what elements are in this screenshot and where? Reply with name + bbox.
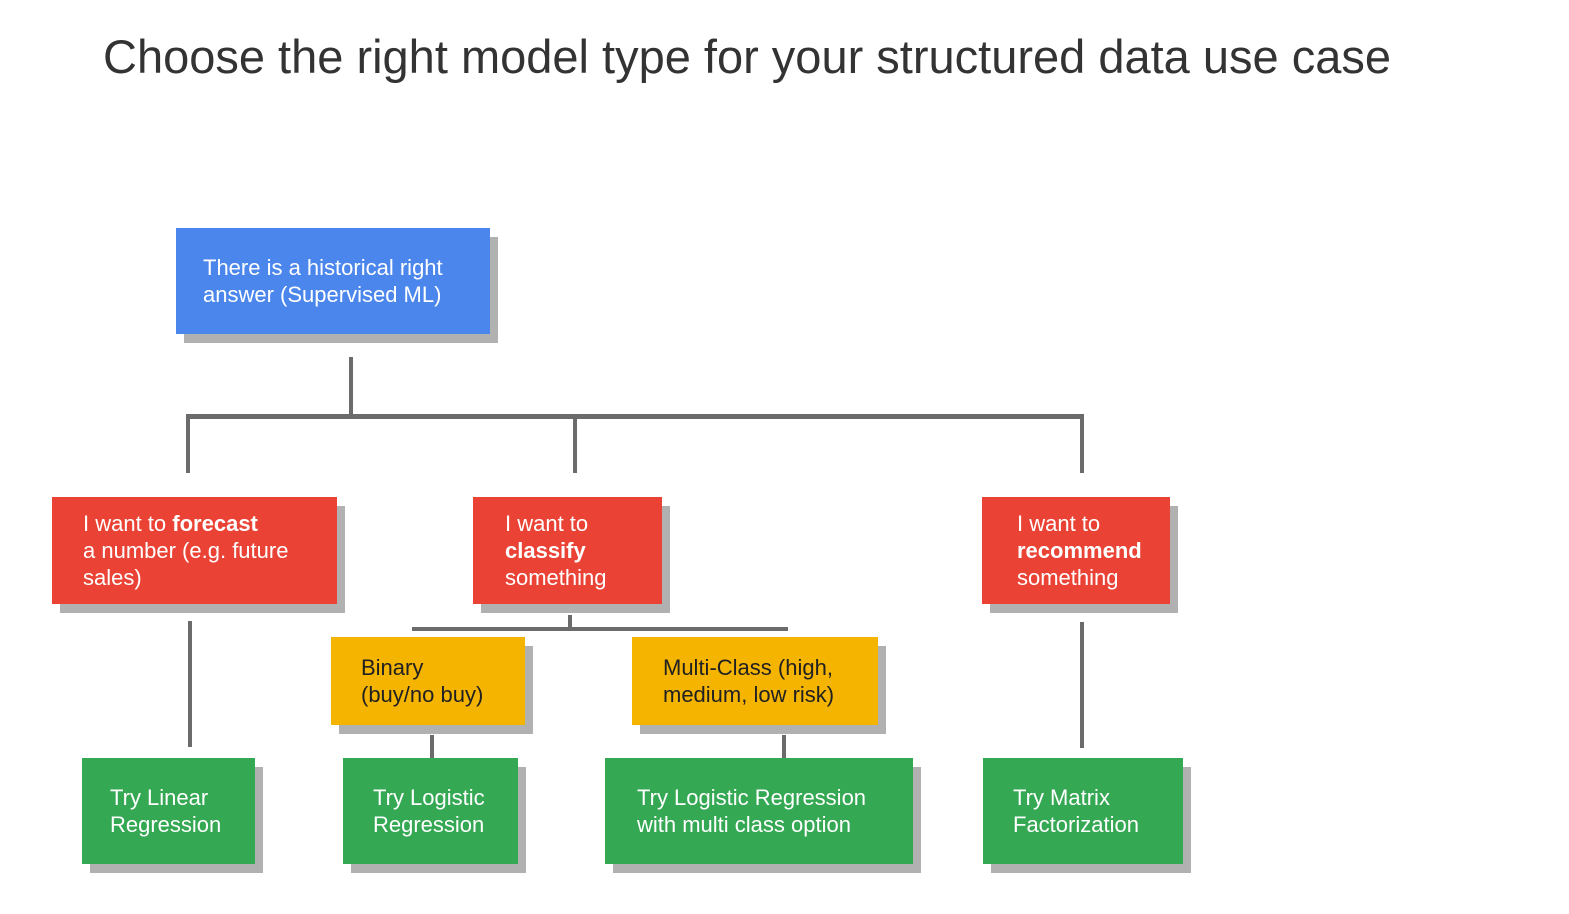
connector-binary-to-logistic [430,735,434,758]
node-multiclass: Multi-Class (high, medium, low risk) [632,637,878,725]
node-multiclass-label: Multi-Class (high, medium, low risk) [663,655,835,707]
node-logistic-regression: Try Logistic Regression [343,758,518,864]
connector-top-horizontal [186,414,1084,419]
classify-keyword: classify [505,538,586,563]
node-matrix-factorization: Try Matrix Factorization [983,758,1183,864]
node-logistic-regression-label: Try Logistic Regression [373,785,485,837]
connector-multiclass-to-logistic-multi [782,735,786,758]
node-recommend: I want to recommend something [982,497,1170,604]
page-title: Choose the right model type for your str… [103,30,1391,83]
connector-drop-recommend [1080,419,1084,473]
connector-drop-forecast [186,419,190,473]
node-supervised-ml: There is a historical right answer (Supe… [176,228,490,334]
node-logistic-regression-multiclass-label: Try Logistic Regression with multi class… [637,785,867,837]
node-linear-regression-label: Try Linear Regression [110,785,222,837]
node-binary-label: Binary (buy/no buy) [361,655,484,707]
connector-recommend-to-matrix [1080,622,1084,748]
node-recommend-label: I want to recommend something [1017,511,1142,590]
forecast-keyword: forecast [172,511,258,536]
connector-forecast-to-linear [188,621,192,747]
connector-classify-stem [568,615,572,629]
node-linear-regression: Try Linear Regression [82,758,255,864]
connector-mid-horizontal [412,627,788,631]
node-forecast-label: I want to forecast a number (e.g. future… [83,511,289,590]
node-classify: I want to classify something [473,497,662,604]
node-matrix-factorization-label: Try Matrix Factorization [1013,785,1139,837]
connector-drop-classify [573,419,577,473]
node-classify-label: I want to classify something [505,511,607,590]
recommend-keyword: recommend [1017,538,1142,563]
node-supervised-ml-label: There is a historical right answer (Supe… [203,255,443,307]
node-forecast: I want to forecast a number (e.g. future… [52,497,337,604]
connector-root-stem [349,357,353,415]
node-binary: Binary (buy/no buy) [331,637,525,725]
node-logistic-regression-multiclass: Try Logistic Regression with multi class… [605,758,913,864]
